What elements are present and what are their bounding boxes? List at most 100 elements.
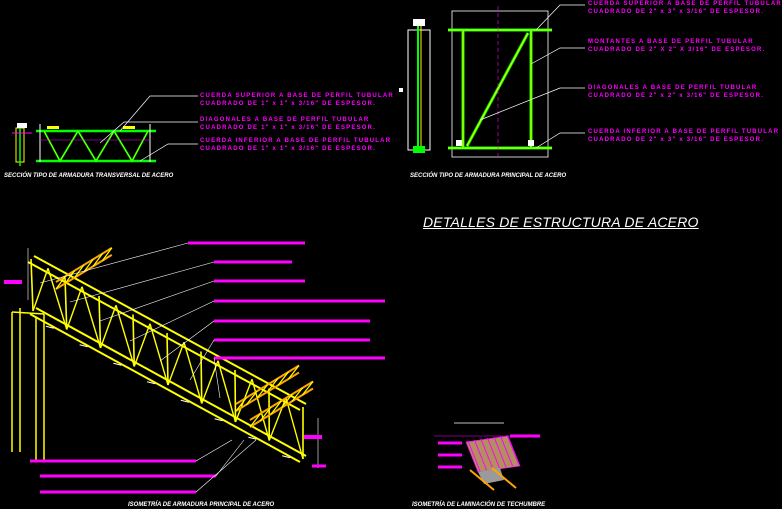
callout-leader <box>189 339 215 381</box>
lam-rib <box>474 439 487 471</box>
label-line: MONTANTES A BASE DE PERFIL TUBULAR <box>588 39 754 45</box>
iso-post <box>30 258 34 312</box>
lam-rib <box>467 440 481 472</box>
caption-isometria-principal: ISOMETRÍA DE ARMADURA PRINCIPAL DE ACERO <box>128 502 275 508</box>
callout-leader <box>69 261 215 303</box>
roof-lamination-isometric <box>434 422 540 491</box>
iso-tick <box>79 344 88 348</box>
purlin-web <box>235 397 247 412</box>
iso-diagonal <box>149 323 169 386</box>
principal-label-bottom-chord: CUERDA INFERIOR A BASE DE PERFIL TUBULAR… <box>588 128 779 144</box>
iso-diagonal <box>115 305 135 367</box>
iso-post <box>98 295 102 349</box>
caption-transversal: SECCIÓN TIPO DE ARMADURA TRANSVERSAL DE … <box>4 173 174 179</box>
purlin-web <box>64 270 76 284</box>
purlin-web <box>270 400 282 415</box>
iso-diagonal <box>133 323 151 367</box>
label-line: DIAGONALES A BASE DE PERFIL TUBULAR <box>200 117 370 123</box>
column-top <box>11 311 45 315</box>
lam-rib <box>487 437 500 469</box>
principal-label-posts: MONTANTES A BASE DE PERFIL TUBULAR CUADR… <box>588 38 765 54</box>
lam-purlin <box>491 467 517 489</box>
leader-principal-posts <box>530 47 585 65</box>
iso-tick <box>282 455 291 459</box>
node <box>528 140 534 146</box>
purlin-web <box>92 253 103 267</box>
iso-diagonal <box>81 286 102 349</box>
iso-top-chord-a <box>27 261 301 411</box>
transversal-label-bottom-chord: CUERDA INFERIOR A BASE DE PERFIL TUBULAR… <box>200 137 391 153</box>
leader-diagonals <box>99 121 198 144</box>
lam-purlin <box>469 469 495 491</box>
purlin-web <box>249 413 261 428</box>
label-line: CUADRADO DE 2" x 3" x 3/16" DE ESPESOR. <box>588 9 765 15</box>
isometric-main-truss <box>4 241 385 494</box>
purlin-web <box>260 406 272 421</box>
iso-tick <box>248 436 257 440</box>
iso-tick <box>147 381 156 385</box>
iso-post <box>132 314 136 367</box>
drawing-canvas <box>4 4 585 494</box>
iso-tick <box>113 362 122 366</box>
iso-tick <box>180 399 189 403</box>
callout-leader <box>39 242 189 284</box>
callout-leader <box>129 300 215 342</box>
leader-principal-diag <box>479 87 585 121</box>
side-profile-cap <box>17 123 27 128</box>
purlin-web <box>256 384 268 399</box>
callout-leader <box>215 439 245 477</box>
iso-tick <box>45 325 54 329</box>
caption-principal: SECCIÓN TIPO DE ARMADURA PRINCIPAL DE AC… <box>410 173 567 179</box>
page-title: DETALLES DE ESTRUCTURA DE ACERO <box>423 214 699 230</box>
iso-diagonal <box>32 268 49 312</box>
label-line: DIAGONALES A BASE DE PERFIL TUBULAR <box>588 85 758 91</box>
callout-leader <box>159 320 215 362</box>
marker <box>399 88 403 92</box>
purlin-web <box>267 377 279 393</box>
transversal-label-top-chord: CUERDA SUPERIOR A BASE DE PERFIL TUBULAR… <box>200 92 394 108</box>
iso-diagonal <box>167 342 185 386</box>
callout-leader <box>213 357 221 399</box>
iso-diagonal <box>217 360 237 423</box>
lam-sheet <box>465 435 521 473</box>
label-line: CUADRADO DE 2" x 2" x 3/16" DE ESPESOR. <box>588 93 765 99</box>
label-line: CUADRADO DE 1" x 1" x 3/16" DE ESPESOR. <box>200 101 377 107</box>
leader-principal-bottom <box>535 132 585 149</box>
lam-rib <box>493 436 507 468</box>
label-line: CUADRADO DE 2" X 2" X 3/16" DE ESPESOR. <box>588 47 766 53</box>
lam-rib <box>500 435 513 467</box>
transversal-label-diagonals: DIAGONALES A BASE DE PERFIL TUBULAR CUAD… <box>200 116 376 132</box>
label-line: CUERDA SUPERIOR A BASE DE PERFIL TUBULAR <box>588 1 782 7</box>
callout-leader <box>195 439 233 462</box>
label-line: CUERDA INFERIOR A BASE DE PERFIL TUBULAR <box>588 129 780 135</box>
principal-truss-section <box>399 4 585 160</box>
principal-diagonal-inner <box>466 32 529 147</box>
leader-bottom-chord <box>139 143 198 162</box>
purlin-web <box>277 371 289 386</box>
purlin-web <box>281 393 293 409</box>
truss-diagonals <box>43 129 149 163</box>
principal-frame <box>451 10 549 158</box>
iso-tick <box>214 418 223 422</box>
label-line: CUERDA INFERIOR A BASE DE PERFIL TUBULAR <box>200 138 392 144</box>
iso-post <box>234 369 237 423</box>
iso-diagonal <box>251 379 270 441</box>
callout-leader <box>99 280 215 322</box>
truss-diagonals-highlight <box>43 130 149 162</box>
lam-ribs <box>467 434 520 472</box>
purlin-web <box>55 275 66 290</box>
iso-diagonal <box>66 286 83 330</box>
label-line: CUADRADO DE 1" x 1" x 3/16" DE ESPESOR. <box>200 125 377 131</box>
purlin-web <box>291 387 303 402</box>
principal-label-diagonals: DIAGONALES A BASE DE PERFIL TUBULAR CUAD… <box>588 84 764 100</box>
principal-side-base <box>413 146 425 153</box>
chord-plate <box>123 126 135 129</box>
purlin-web <box>74 264 85 278</box>
iso-callout-bars <box>30 241 385 494</box>
principal-label-top-chord: CUERDA SUPERIOR A BASE DE PERFIL TUBULAR… <box>588 0 782 16</box>
purlin-web <box>102 247 113 261</box>
iso-post <box>200 351 203 404</box>
lam-rib <box>480 438 494 470</box>
iso-diagonal <box>285 397 304 460</box>
iso-bottom-chord-b <box>35 307 307 457</box>
